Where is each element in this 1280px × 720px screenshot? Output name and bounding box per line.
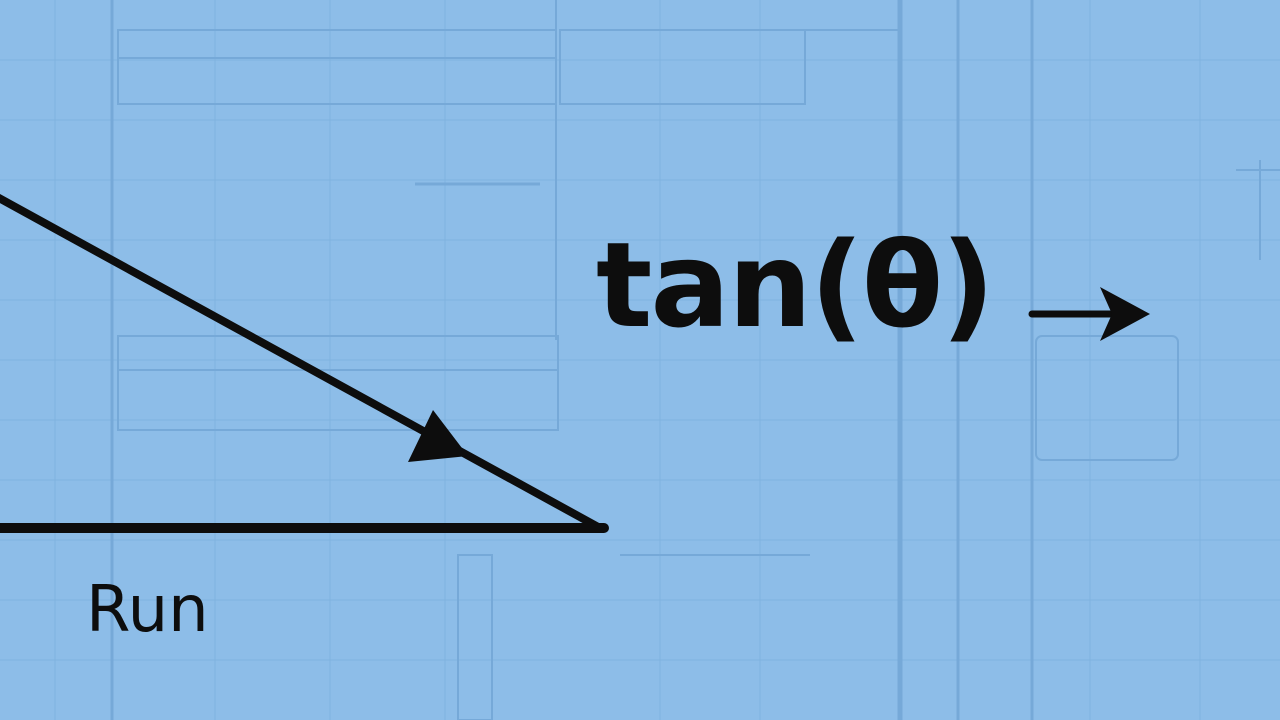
blueprint-frame-top-right [559,29,806,105]
blueprint-post [457,554,493,720]
triangle-diagram [0,194,609,533]
blueprint-box-right [1035,335,1179,461]
hypotenuse-line [0,194,604,532]
run-label: Run [86,573,209,647]
blueprint-frame-middle [117,335,559,431]
arrow-right-icon [1100,287,1150,341]
hypotenuse-arrowhead-icon [408,410,468,462]
tangent-formula: tan(θ) [596,216,995,354]
formula-arrow [1028,287,1150,341]
blueprint-frame-top [117,29,557,105]
